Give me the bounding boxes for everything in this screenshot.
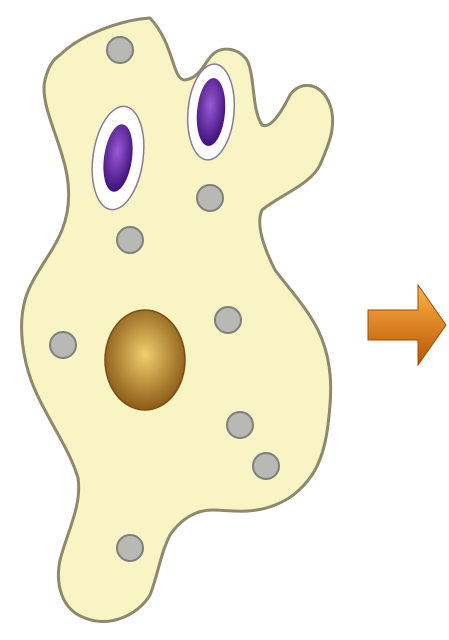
right-arrow-icon [368, 285, 446, 365]
granule [117, 535, 143, 561]
granule [197, 185, 223, 211]
granule [215, 307, 241, 333]
amoeba-cytoplasm [22, 18, 333, 621]
nucleus [105, 310, 185, 410]
granule [50, 332, 76, 358]
granule [253, 453, 279, 479]
granule [117, 227, 143, 253]
granule [107, 37, 133, 63]
granule [227, 412, 253, 438]
